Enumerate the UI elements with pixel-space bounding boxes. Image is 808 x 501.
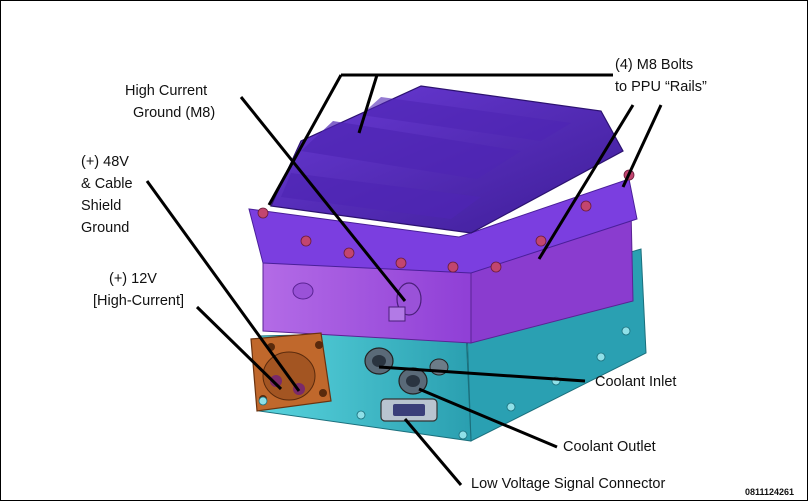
coolant-inlet-fitting	[364, 347, 394, 375]
label-48v-line1: (+) 48V	[81, 154, 129, 170]
figure-code: 0811124261	[745, 487, 794, 497]
label-coolant-inlet: Coolant Inlet	[595, 374, 676, 390]
lid-rib-3	[361, 97, 571, 141]
label-ground-line2: Ground (M8)	[133, 105, 215, 121]
label-ground-line1: High Current	[125, 83, 207, 99]
lid-rib-2	[281, 173, 481, 219]
leader-lv-connector	[403, 418, 463, 486]
leader-lines	[145, 73, 663, 486]
coolant-outlet-fitting	[398, 358, 449, 395]
leader-ground	[239, 96, 407, 302]
leader-12v	[195, 305, 283, 391]
label-bolts-line1: (4) M8 Bolts	[615, 57, 693, 73]
leader-coolant-inlet	[378, 365, 586, 383]
leader-48v	[145, 180, 301, 392]
leader-bolt-1	[267, 74, 343, 206]
flange-bolts	[257, 169, 635, 273]
label-coolant-outlet: Coolant Outlet	[563, 439, 656, 455]
label-48v-line4: Ground	[81, 220, 129, 236]
label-12v-line2: [High-Current]	[93, 293, 184, 309]
label-48v-line3: Shield	[81, 198, 121, 214]
leader-bolt-3	[537, 104, 635, 260]
label-bolts-line2: to PPU “Rails”	[615, 79, 707, 95]
callout-labels: (4) M8 Bolts to PPU “Rails” High Current…	[81, 57, 794, 497]
leader-coolant-outlet	[418, 387, 558, 449]
label-12v-line1: (+) 12V	[109, 271, 157, 287]
housing-boss-left	[292, 282, 314, 300]
lid-rib-1	[301, 121, 521, 179]
base-bolts	[258, 326, 631, 440]
ground-stud	[388, 282, 422, 322]
leader-bolt-2	[357, 74, 379, 134]
label-lv-connector: Low Voltage Signal Connector	[471, 476, 665, 492]
ppu-unit	[248, 85, 647, 442]
label-48v-line2: & Cable	[81, 176, 133, 192]
leader-bolt-4	[621, 104, 663, 188]
lv-signal-connector	[380, 398, 438, 422]
